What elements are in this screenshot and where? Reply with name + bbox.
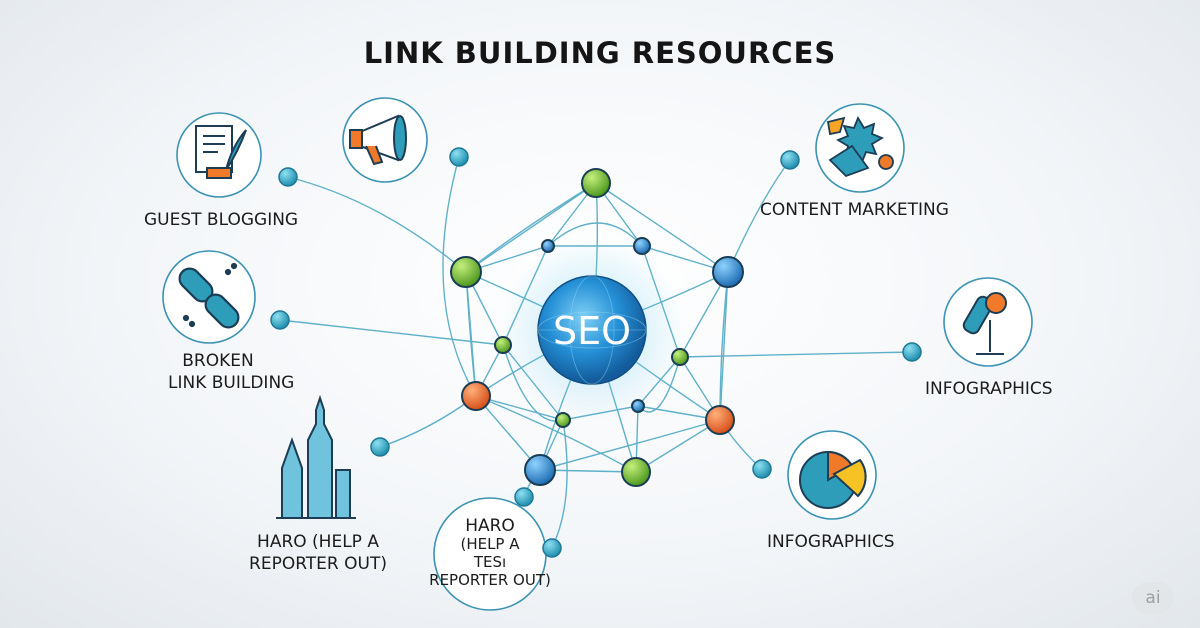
branch-line-guest — [287, 176, 467, 273]
network-nodes — [450, 168, 744, 487]
node-green — [581, 168, 611, 198]
chain-link-icon — [178, 262, 240, 329]
branch-line-content — [727, 159, 791, 273]
connector-dot — [370, 437, 390, 457]
branch-line-haro-left — [379, 395, 477, 448]
cross-line — [539, 419, 721, 471]
label-content-marketing: CONTENT MARKETING — [760, 200, 949, 220]
branch-line-megaphone — [442, 156, 477, 397]
node-orange — [705, 405, 735, 435]
connector-dot — [752, 459, 772, 479]
label-haro-left-line2: REPORTER OUT) — [249, 554, 387, 574]
connector-dots — [270, 147, 922, 558]
label-haro-center-line4: REPORTER OUT) — [429, 571, 551, 589]
node-small — [671, 348, 689, 366]
cross-line — [719, 271, 729, 421]
node-small — [631, 399, 645, 413]
cross-line — [465, 182, 597, 273]
node-small — [494, 336, 512, 354]
label-guest-blogging: GUEST BLOGGING — [144, 210, 299, 230]
hub-label: SEO — [553, 309, 631, 353]
connector-dot — [270, 310, 290, 330]
node-orange — [461, 381, 491, 411]
label-haro-center: HARO (HELP A TESı REPORTER OUT) — [420, 517, 560, 589]
node-small — [555, 412, 571, 428]
branch-line-broken — [279, 319, 504, 346]
skyscraper-icon — [276, 394, 356, 519]
infographics-right-circle — [943, 277, 1033, 367]
branch-line-haro-center-2 — [551, 419, 568, 549]
node-green — [621, 457, 651, 487]
label-haro-center-line1: HARO — [465, 516, 515, 536]
connector-dot — [449, 147, 469, 167]
branch-line-infographics-right — [679, 351, 913, 358]
connector-dot — [902, 342, 922, 362]
connector-dot — [780, 150, 800, 170]
page-title: LINK BUILDING RESOURCES — [363, 36, 837, 70]
cross-line — [475, 395, 637, 473]
label-haro-center-line2: (HELP A — [460, 535, 520, 553]
label-haro-left: HARO (HELP A REPORTER OUT) — [244, 531, 392, 575]
microphone-icon — [962, 292, 1007, 355]
label-broken-line2: LINK BUILDING — [168, 373, 295, 393]
label-infographics-right: INFOGRAPHICS — [925, 379, 1053, 399]
label-broken-line1: BROKEN — [182, 351, 254, 371]
connector-dot — [542, 538, 562, 558]
cross-line — [547, 222, 643, 247]
node-small — [633, 237, 651, 255]
node-blue — [712, 256, 744, 288]
hub-globe-lines — [537, 275, 647, 385]
puzzle-pieces-icon — [826, 115, 894, 178]
label-infographics-bottom: INFOGRAPHICS — [767, 532, 895, 552]
label-haro-center-line3: TESı — [473, 553, 507, 571]
document-quill-icon — [195, 125, 247, 179]
label-broken-link-building: BROKEN LINK BUILDING — [168, 350, 295, 394]
label-haro-left-line1: HARO (HELP A — [257, 532, 379, 552]
megaphone-icon — [349, 114, 407, 166]
connector-dot — [278, 167, 298, 187]
pie-chart-icon — [799, 450, 867, 509]
node-blue — [524, 454, 556, 486]
connector-dot — [514, 487, 534, 507]
seo-hub — [537, 275, 647, 385]
node-green — [450, 256, 482, 288]
node-small — [541, 239, 555, 253]
ai-badge: ai — [1132, 582, 1174, 614]
